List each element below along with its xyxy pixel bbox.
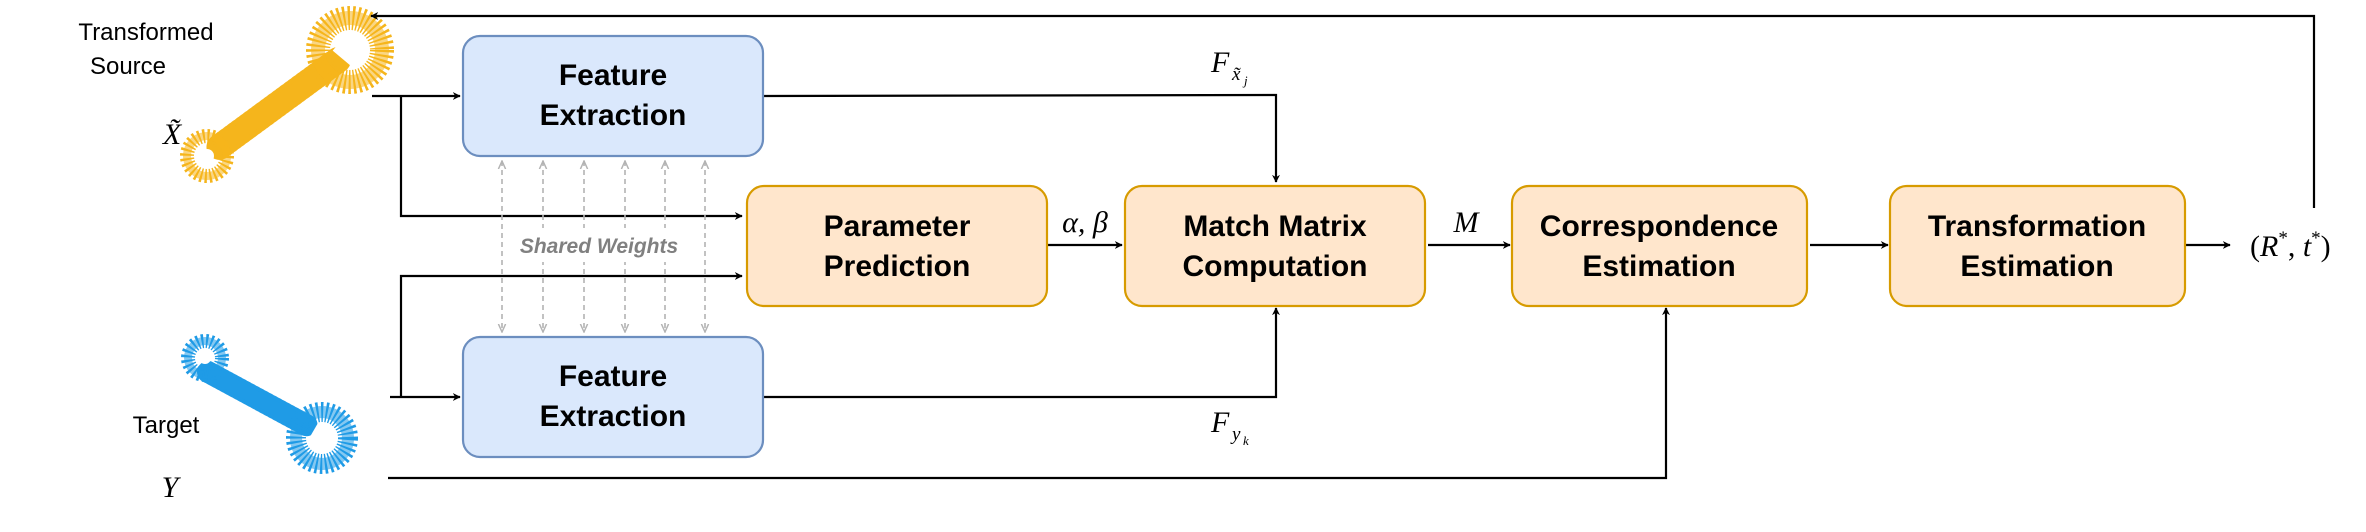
output-open: ( [2250, 230, 2260, 263]
shared-weights-label: Shared Weights [520, 235, 678, 258]
feature-extraction-target-node: Feature Extraction [461, 335, 765, 459]
feedback-arrow [370, 12, 2316, 208]
source-symbol: X̃ [162, 118, 183, 151]
target-feature-label: F y k [1210, 406, 1249, 448]
source-point-cloud-icon [180, 6, 394, 183]
source-feature-main: F [1210, 46, 1230, 79]
output-star2: * [2311, 228, 2321, 249]
source-label-line2: Source [90, 53, 166, 80]
target-feature-subsub: k [1243, 433, 1249, 448]
output-t: t [2303, 230, 2312, 263]
correspondence-line2: Estimation [1582, 250, 1735, 283]
output-label-text: (R*, t*) [2250, 228, 2331, 263]
output-r: R [2259, 230, 2278, 263]
feature-extraction-source-line2: Extraction [540, 99, 687, 132]
target-feature-to-match-arrow [764, 307, 1280, 399]
target-label: Target [133, 412, 200, 439]
target-symbol: Y [162, 471, 182, 504]
target-feature-sub: y [1230, 424, 1241, 445]
parameter-prediction-line2: Prediction [824, 250, 971, 283]
match-matrix-line2: Computation [1183, 250, 1368, 283]
output-star1: * [2278, 228, 2288, 249]
transformation-line1: Transformation [1928, 210, 2146, 243]
output-label: (R*, t*) [2250, 228, 2331, 263]
feature-extraction-source-line1: Feature [559, 59, 667, 92]
target-to-correspondence-arrow [388, 307, 1670, 480]
target-feature-main: F [1210, 406, 1230, 439]
transformation-line2: Estimation [1960, 250, 2113, 283]
output-comma: , [2288, 230, 2303, 263]
match-matrix-line1: Match Matrix [1183, 210, 1367, 243]
target-point-cloud-icon [181, 334, 358, 474]
feature-extraction-source-node: Feature Extraction [461, 34, 765, 158]
source-feature-label: F x̃ j [1210, 46, 1248, 88]
params-label: α, β [1062, 206, 1108, 239]
source-feature-to-match-arrow [763, 93, 1280, 183]
transformation-estimation-node: Transformation Estimation [1888, 184, 2187, 308]
feature-extraction-target-line2: Extraction [540, 400, 687, 433]
output-close: ) [2321, 230, 2331, 263]
correspondence-estimation-node: Correspondence Estimation [1510, 184, 1809, 308]
parameter-prediction-line1: Parameter [824, 210, 971, 243]
source-feature-subsub: j [1242, 73, 1248, 88]
match-matrix-label: M [1453, 206, 1481, 239]
source-feature-sub: x̃ [1231, 64, 1241, 85]
match-matrix-computation-node: Match Matrix Computation [1123, 184, 1427, 308]
parameter-prediction-node: Parameter Prediction [745, 184, 1049, 308]
feature-extraction-target-line1: Feature [559, 360, 667, 393]
correspondence-line1: Correspondence [1540, 210, 1778, 243]
source-label-line1: Transformed [78, 19, 213, 46]
